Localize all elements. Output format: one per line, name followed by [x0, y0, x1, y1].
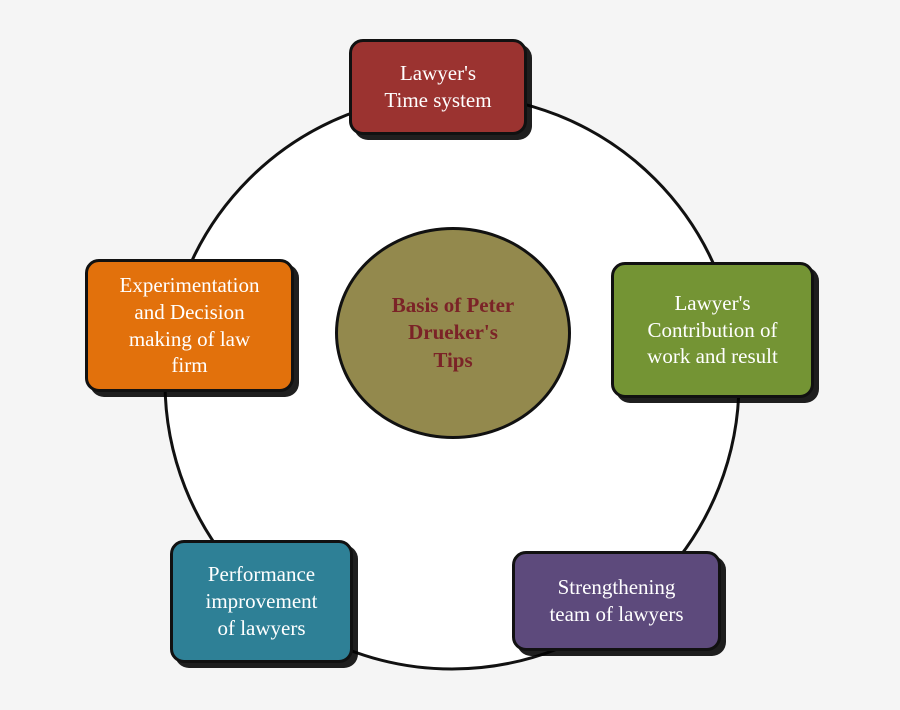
node-strengthening-team[interactable]: Strengthening team of lawyers — [512, 551, 721, 651]
center-hub-label: Basis of Peter Drueker's Tips — [391, 293, 515, 372]
node-lawyers-contribution-label: Lawyer's Contribution of work and result — [647, 290, 778, 369]
node-strengthening-team-label: Strengthening team of lawyers — [549, 575, 684, 626]
node-performance-improvement-label: Performance improvement of lawyers — [205, 562, 318, 640]
node-performance-improvement[interactable]: Performance improvement of lawyers — [170, 540, 353, 663]
node-lawyers-time-system-label: Lawyer's Time system — [384, 61, 492, 112]
node-lawyers-time-system[interactable]: Lawyer's Time system — [349, 39, 527, 135]
node-lawyers-contribution[interactable]: Lawyer's Contribution of work and result — [611, 262, 814, 398]
node-experimentation-decision-making[interactable]: Experimentation and Decision making of l… — [85, 259, 294, 392]
center-hub: Basis of Peter Drueker's Tips — [335, 227, 571, 439]
node-experimentation-decision-making-label: Experimentation and Decision making of l… — [119, 272, 260, 378]
